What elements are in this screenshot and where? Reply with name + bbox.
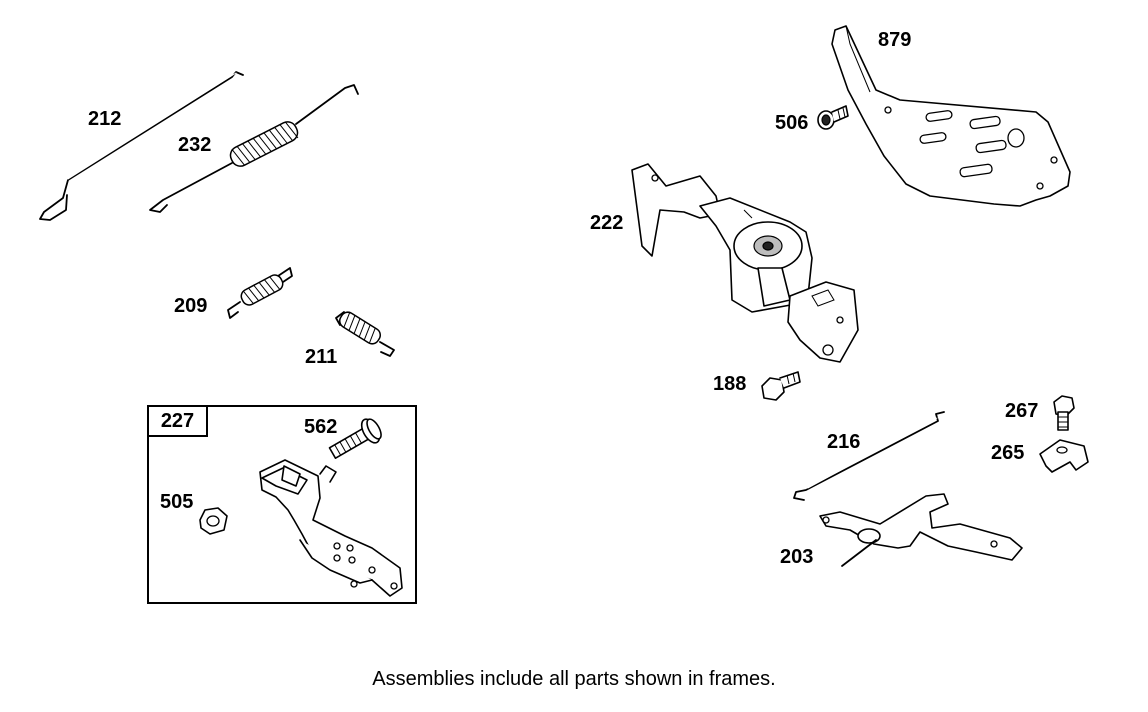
label-505: 505 — [160, 491, 194, 513]
part-203-control-bracket — [819, 493, 1023, 567]
part-222-governor-assembly — [631, 163, 859, 363]
label-506: 506 — [775, 112, 809, 134]
label-879: 879 — [878, 29, 912, 51]
label-211: 211 — [305, 346, 338, 368]
part-265-clamp — [1039, 439, 1089, 473]
part-562-shoulder-bolt — [328, 418, 382, 459]
part-227-control-bracket — [259, 459, 403, 597]
label-188: 188 — [713, 373, 747, 395]
part-211-spring — [335, 311, 395, 357]
label-209: 209 — [174, 295, 208, 317]
label-267: 267 — [1005, 400, 1039, 422]
assembly-number-227: 227 — [147, 405, 208, 437]
assembly-frame — [147, 405, 417, 604]
label-216: 216 — [827, 431, 861, 453]
part-267-bolt — [1053, 395, 1075, 431]
part-505-hex-nut — [199, 507, 228, 535]
label-265: 265 — [991, 442, 1025, 464]
label-212: 212 — [88, 108, 122, 130]
part-879-cover-plate — [831, 25, 1071, 207]
footer-caption: Assemblies include all parts shown in fr… — [372, 668, 776, 690]
part-212-link-rod — [39, 71, 244, 221]
part-209-spring — [227, 267, 293, 319]
part-216-link-rod — [793, 411, 945, 501]
part-232-extension-spring — [149, 84, 359, 213]
part-506-screw — [817, 105, 849, 130]
label-232: 232 — [178, 134, 212, 156]
label-203: 203 — [780, 546, 814, 568]
part-188-bolt — [761, 371, 801, 401]
label-562: 562 — [304, 416, 338, 438]
label-222: 222 — [590, 212, 624, 234]
